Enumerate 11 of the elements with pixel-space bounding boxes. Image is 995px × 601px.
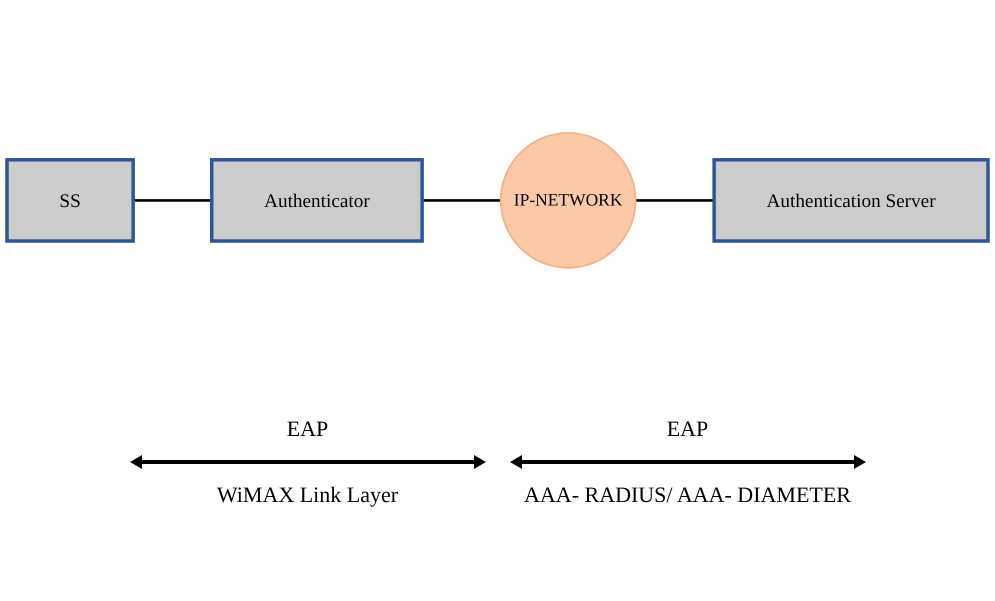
connector	[422, 198, 501, 202]
connector	[636, 198, 714, 202]
protocol-label: WiMAX Link Layer	[216, 482, 398, 508]
protocol-label: AAA- RADIUS/ AAA- DIAMETER	[524, 482, 851, 508]
node-box: SS	[5, 158, 135, 242]
node-circle: IP-NETWORK	[500, 132, 636, 268]
node-box: Authenticator	[210, 158, 424, 242]
node-box: Authentication Server	[712, 158, 990, 242]
connector	[133, 198, 212, 202]
protocol-label: EAP	[666, 416, 708, 442]
protocol-label: EAP	[286, 416, 328, 442]
